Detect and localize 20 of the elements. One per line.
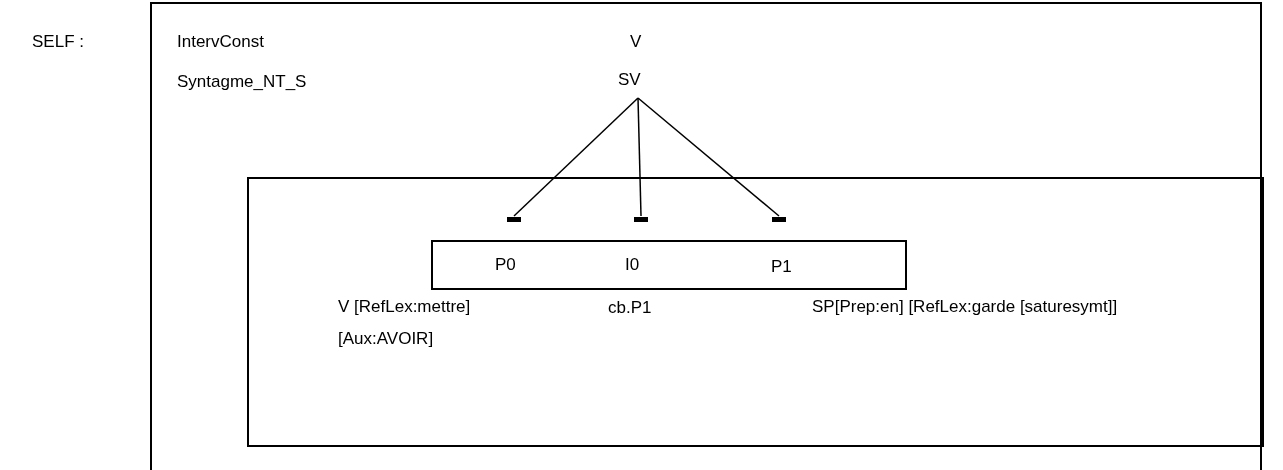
slot-box [431, 240, 907, 290]
dash-mark [772, 217, 786, 222]
node-text: IntervConst [177, 32, 264, 52]
feature-label: SP[Prep:en] [RefLex:garde [saturesymt]] [812, 296, 1119, 318]
tree-line [637, 97, 642, 217]
node-text: I0 [625, 255, 640, 275]
side-label: SELF : [32, 32, 84, 52]
node-text: P0 [495, 255, 516, 275]
node-text: Syntagme_NT_S [177, 72, 307, 92]
node-text: V [630, 32, 642, 52]
tree-line [513, 97, 639, 217]
node-text: P1 [771, 257, 792, 277]
frame-box [247, 177, 1264, 447]
node-label: SV [618, 70, 658, 96]
dash-mark [634, 217, 648, 222]
dash-mark [507, 217, 521, 222]
feature-label: V [RefLex:mettre] [Aux:AVOIR] [338, 296, 472, 350]
outer-frame [150, 2, 1262, 470]
tree-line [637, 97, 780, 217]
feature-label: cb.P1 [608, 298, 652, 318]
